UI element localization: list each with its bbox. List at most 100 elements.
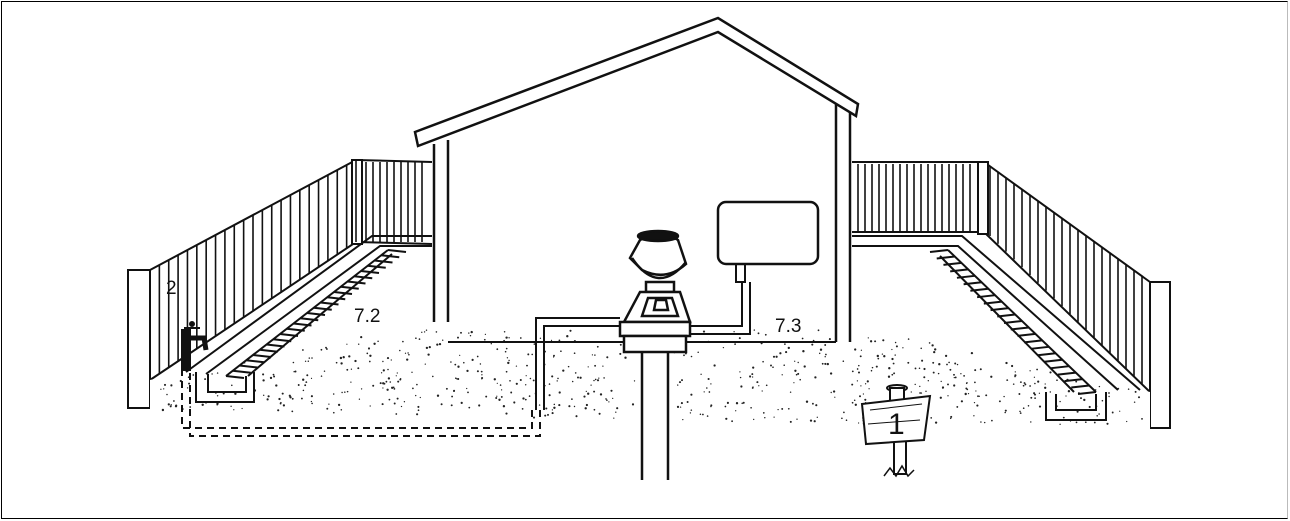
left-fence-corner-post xyxy=(352,160,362,244)
stipple-dot xyxy=(503,405,505,407)
stipple-dot xyxy=(888,376,890,378)
stipple-dot xyxy=(741,403,743,405)
stipple-dot xyxy=(594,354,595,355)
stipple-dot xyxy=(896,345,898,347)
stipple-dot xyxy=(709,391,711,393)
stipple-dot xyxy=(1138,396,1140,398)
stipple-dot xyxy=(871,370,873,372)
stipple-dot xyxy=(891,349,892,350)
stipple-dot xyxy=(321,375,323,377)
stipple-dot xyxy=(262,379,264,381)
stipple-dot xyxy=(1094,422,1096,424)
stipple-dot xyxy=(1020,412,1022,414)
stipple-dot xyxy=(907,362,909,364)
stipple-dot xyxy=(230,406,231,407)
stipple-dot xyxy=(408,354,410,356)
stipple-dot xyxy=(399,350,401,352)
stipple-dot xyxy=(397,398,399,400)
hatch-line xyxy=(381,255,399,257)
stipple-dot xyxy=(568,366,570,368)
stipple-dot xyxy=(796,374,798,376)
stipple-dot xyxy=(325,347,327,349)
stipple-dot xyxy=(471,331,473,333)
stipple-dot xyxy=(424,331,425,332)
stipple-dot xyxy=(508,337,509,338)
stipple-dot xyxy=(957,364,958,365)
stipple-dot xyxy=(586,404,588,406)
stipple-dot xyxy=(341,409,343,411)
stipple-dot xyxy=(727,402,729,404)
stipple-dot xyxy=(683,354,685,356)
stipple-dot xyxy=(980,421,982,423)
stipple-dot xyxy=(968,393,969,394)
stipple-dot xyxy=(799,379,801,381)
stipple-dot xyxy=(615,412,616,413)
hatch-line xyxy=(280,334,298,336)
stipple-dot xyxy=(762,361,764,363)
stipple-dot xyxy=(945,355,947,357)
stipple-dot xyxy=(708,378,710,380)
stipple-dot xyxy=(572,381,574,383)
stipple-dot xyxy=(270,377,272,379)
stipple-dot xyxy=(872,367,874,369)
stipple-dot xyxy=(510,392,512,394)
stipple-dot xyxy=(311,395,313,397)
stipple-dot xyxy=(311,378,312,379)
stipple-dot xyxy=(470,335,471,336)
stipple-dot xyxy=(1098,413,1100,415)
building-roof xyxy=(415,18,858,146)
stipple-dot xyxy=(397,372,398,373)
stipple-dot xyxy=(496,396,497,397)
stipple-dot xyxy=(819,353,820,354)
wall-box xyxy=(718,202,818,282)
stipple-dot xyxy=(954,363,956,365)
stipple-dot xyxy=(401,406,402,407)
stipple-dot xyxy=(966,382,967,383)
stipple-dot xyxy=(406,358,408,360)
stipple-dot xyxy=(506,371,508,373)
stipple-dot xyxy=(991,420,993,422)
stipple-dot xyxy=(702,414,704,416)
stipple-dot xyxy=(383,369,385,371)
stipple-dot xyxy=(687,401,689,403)
stipple-dot xyxy=(858,422,859,423)
stipple-dot xyxy=(387,369,389,371)
stipple-dot xyxy=(1020,381,1022,383)
stipple-dot xyxy=(344,391,346,393)
stipple-dot xyxy=(380,382,382,384)
stipple-dot xyxy=(530,378,532,380)
stipple-dot xyxy=(925,391,926,392)
stipple-dot xyxy=(293,362,295,364)
stipple-dot xyxy=(598,377,599,378)
stipple-dot xyxy=(481,378,482,379)
stipple-dot xyxy=(562,369,564,371)
hatch-line xyxy=(361,271,379,273)
stipple-dot xyxy=(309,357,310,358)
stipple-dot xyxy=(754,329,755,330)
stipple-dot xyxy=(1006,379,1008,381)
stipple-dot xyxy=(407,352,408,353)
stipple-dot xyxy=(920,348,922,350)
stipple-dot xyxy=(504,331,506,333)
stipple-dot xyxy=(391,387,393,389)
stipple-dot xyxy=(533,379,535,381)
stipple-dot xyxy=(439,343,441,345)
stipple-dot xyxy=(545,407,547,409)
stipple-dot xyxy=(468,332,469,333)
stipple-dot xyxy=(893,372,895,374)
stipple-dot xyxy=(417,406,419,408)
stipple-dot xyxy=(857,368,859,370)
stipple-dot xyxy=(814,420,816,422)
stipple-dot xyxy=(857,380,858,381)
stipple-dot xyxy=(980,368,982,370)
stipple-dot xyxy=(170,405,172,407)
stipple-dot xyxy=(735,410,736,411)
building xyxy=(415,18,858,342)
stipple-dot xyxy=(794,361,795,362)
stipple-dot xyxy=(338,404,340,406)
stipple-dot xyxy=(784,343,786,345)
stipple-dot xyxy=(1034,397,1036,399)
stipple-dot xyxy=(829,338,831,340)
stipple-dot xyxy=(321,349,323,351)
